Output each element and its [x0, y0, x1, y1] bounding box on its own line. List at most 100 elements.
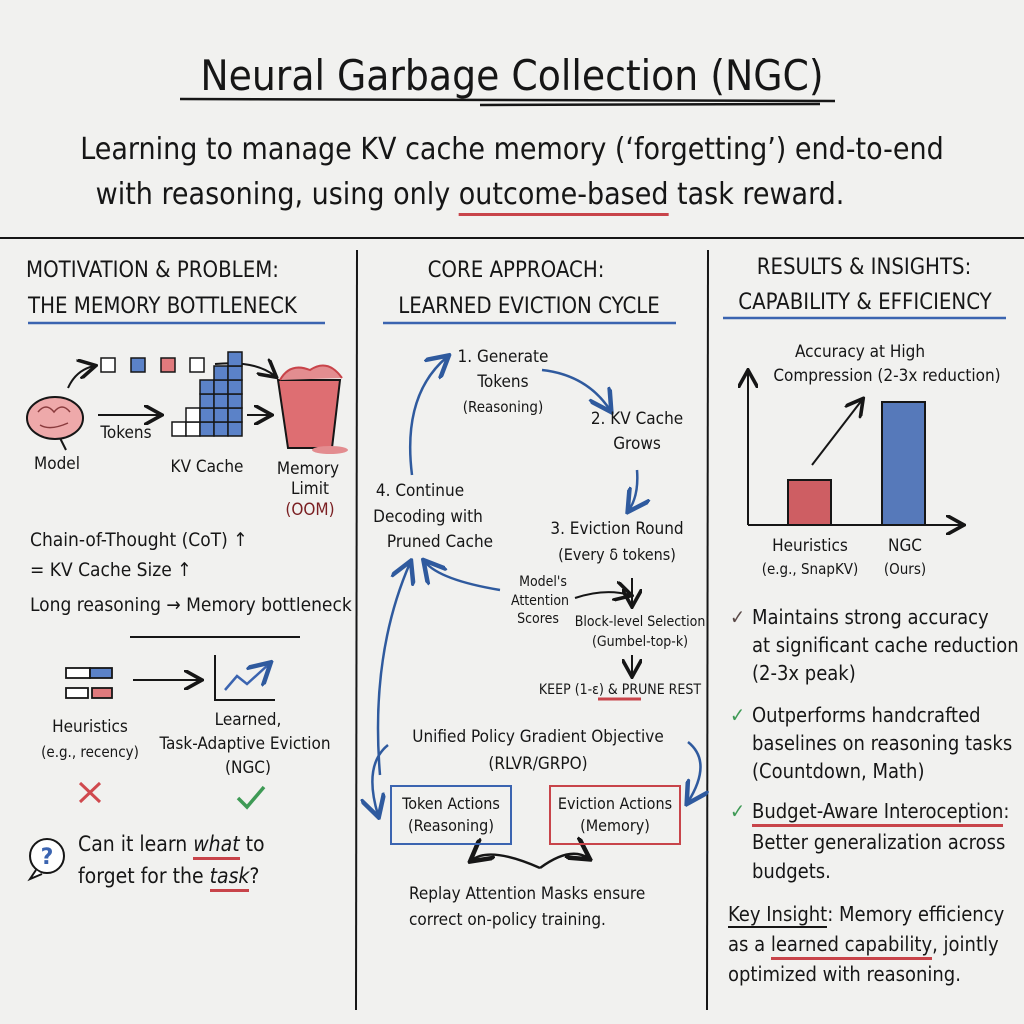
memory-label: Memory: [276, 459, 340, 479]
bullet1-line: Maintains strong accuracy: [752, 605, 989, 629]
kv-block: [227, 379, 243, 395]
scores-line: Scores: [517, 611, 559, 627]
long-reasoning-text: Long reasoning → Memory bottleneck: [30, 594, 352, 616]
kv-block: [199, 407, 215, 423]
bullet3-title: Budget-Aware Interoception:: [752, 799, 1010, 827]
check-icon: ✓: [730, 799, 746, 823]
adaptive-label: Task-Adaptive Eviction: [159, 734, 331, 754]
kv-block: [199, 379, 215, 395]
tokens-label: Tokens: [100, 423, 152, 443]
bullet3-highlight: Budget-Aware Interoception: [752, 799, 1004, 827]
key-insight-line: optimized with reasoning.: [728, 962, 961, 986]
key-insight-highlight: learned capability: [770, 932, 933, 960]
key-insight-text: as a: [728, 932, 771, 956]
title-underline: [179, 97, 836, 107]
key-insight-line: Key Insight: Memory efficiency: [728, 902, 1005, 928]
heuristics-example: (e.g., recency): [41, 743, 139, 761]
replay-line: Replay Attention Masks ensure: [409, 884, 646, 904]
block-selection-line: (Gumbel-top-k): [591, 634, 689, 650]
eviction-actions-box: Eviction Actions (Memory): [549, 785, 681, 845]
bar-label: Heuristics: [772, 536, 848, 556]
bullet3-line: budgets.: [752, 859, 831, 883]
colon: :: [1003, 799, 1010, 823]
chart-title-line: Accuracy at High: [794, 342, 926, 362]
cross-icon: [78, 781, 102, 804]
key-insight-text: : Memory efficiency: [827, 902, 1005, 926]
kv-block: [199, 421, 215, 437]
heuristics-label: Heuristics: [52, 717, 128, 737]
svg-text:?: ?: [41, 845, 54, 870]
accuracy-chart: [748, 372, 962, 525]
key-insight-text: , jointly: [932, 932, 999, 956]
results-subheader: CAPABILITY & EFFICIENCY: [738, 290, 992, 315]
step2-line: Grows: [613, 434, 661, 454]
step3-line: (Every δ tokens): [558, 545, 676, 564]
question-text: forget for the: [78, 864, 210, 888]
kv-block: [227, 365, 243, 381]
step1-line: Tokens: [477, 372, 529, 392]
chart-title-line: Compression (2-3x reduction): [773, 366, 1001, 386]
bullet2-line: baselines on reasoning tasks: [752, 731, 1013, 755]
box-line: Token Actions: [402, 794, 500, 813]
scores-line: Model's: [519, 574, 567, 590]
bar-ngc: [881, 401, 926, 526]
check-icon: ✓: [730, 605, 746, 629]
motivation-header: MOTIVATION & PROBLEM:: [26, 258, 279, 283]
step4-line: 4. Continue: [375, 481, 465, 501]
kv-block: [213, 421, 229, 437]
kv-cache-label: KV Cache: [170, 457, 244, 477]
bullet1-line: at significant cache reduction: [752, 633, 1019, 657]
ngc-label: (NGC): [225, 758, 271, 778]
column-divider-1: [355, 249, 358, 1011]
subtitle-line-2: with reasoning, using only outcome-based…: [95, 177, 844, 216]
rlvr-label: (RLVR/GRPO): [488, 754, 588, 774]
key-insight-line: as a learned capability, jointly: [728, 932, 999, 960]
bar-sublabel: (e.g., SnapKV): [761, 560, 859, 578]
question-line-2: forget for the task?: [78, 864, 259, 892]
step3-line: 3. Eviction Round: [550, 519, 684, 539]
kv-block: [213, 393, 229, 409]
step4-line: Decoding with: [373, 507, 483, 527]
heuristics-blocks-icon: [65, 667, 113, 699]
kv-block: [227, 393, 243, 409]
question-text: Can it learn: [78, 832, 194, 856]
block-selection-line: Block-level Selection: [574, 614, 706, 630]
kv-block: [227, 351, 243, 367]
key-insight-label: Key Insight: [728, 902, 828, 928]
kv-block: [213, 365, 229, 381]
header-underlines: [28, 316, 1006, 325]
learned-label: Learned,: [214, 710, 282, 730]
kv-block: [185, 421, 201, 437]
box-line: Eviction Actions: [557, 794, 673, 813]
prune-text: PRUNE: [621, 682, 665, 698]
scores-line: Attention: [510, 593, 570, 609]
rest-text: REST: [664, 682, 702, 698]
bar-heuristics: [787, 479, 832, 526]
kv-block: [213, 379, 229, 395]
subtitle-text: with reasoning, using only: [95, 177, 459, 212]
bar-label: NGC: [888, 536, 922, 556]
question-line-1: Can it learn what to: [78, 832, 265, 860]
kv-size-text: = KV Cache Size ↑: [30, 559, 192, 581]
bullet3-line: Better generalization across: [752, 830, 1006, 854]
subtitle-line-1: Learning to manage KV cache memory (‘for…: [80, 132, 944, 167]
keep-prune-text: KEEP (1-ε) & PRUNE REST: [539, 683, 701, 697]
overflowing-bucket-icon: [276, 364, 348, 454]
box-line: (Reasoning): [408, 815, 494, 835]
check-icon: ✓: [730, 703, 746, 727]
model-label: Model: [34, 454, 80, 474]
question-highlight: task: [209, 864, 250, 892]
checkmark-icon: [236, 785, 266, 810]
limit-label: Limit: [291, 479, 329, 499]
step2-line: 2. KV Cache: [590, 409, 684, 429]
kv-block: [227, 407, 243, 423]
kv-cache-icon: [171, 351, 243, 437]
question-highlight: what: [193, 832, 240, 860]
kv-block: [185, 407, 201, 423]
token-actions-box: Token Actions (Reasoning): [390, 785, 512, 845]
box-line: (Memory): [580, 815, 650, 835]
kv-block: [213, 407, 229, 423]
question-text: to: [239, 832, 265, 856]
subtitle-highlight: outcome-based: [458, 177, 669, 216]
